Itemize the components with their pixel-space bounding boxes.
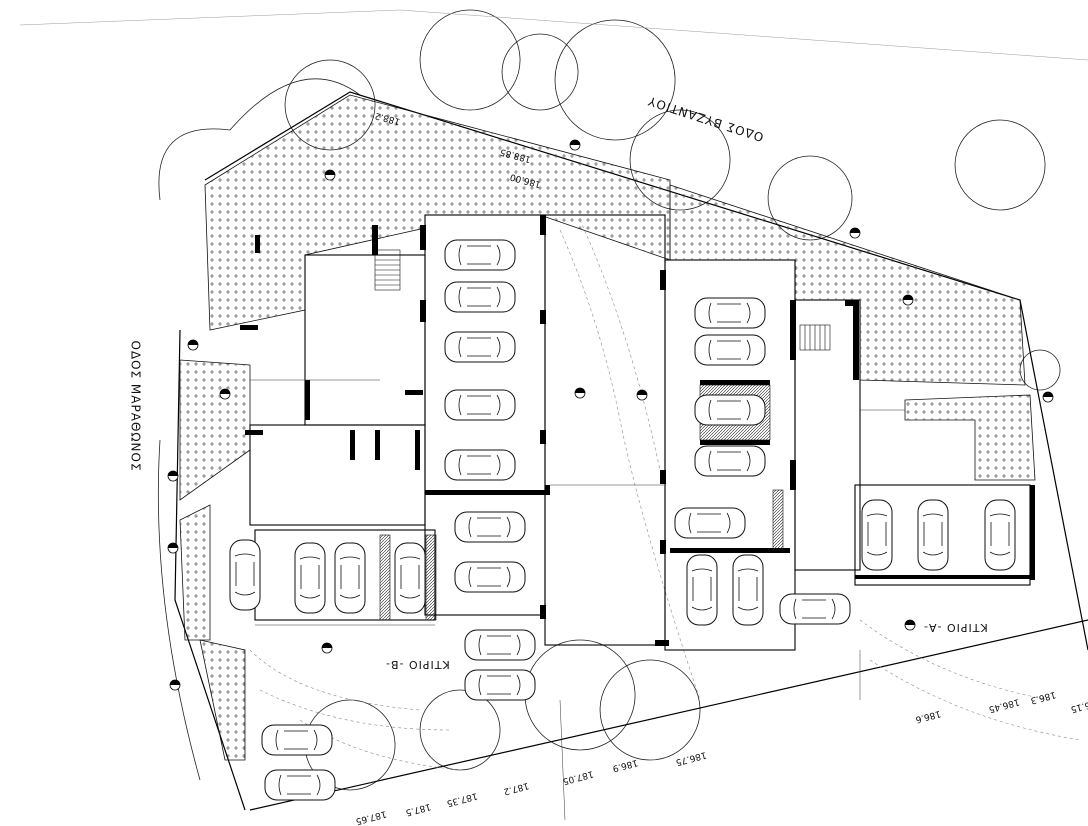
dimension-lines	[250, 379, 905, 820]
street-name-west: ΟΔΟΣ ΜΑΡΑΘΩΝΟΣ	[128, 340, 143, 472]
structural-columns	[240, 215, 1035, 646]
building-a-label: ΚΤΙΡΙΟ -Α-	[923, 621, 988, 634]
contour-lines	[249, 219, 1081, 771]
stairs	[374, 249, 831, 351]
building-b-label: ΚΤΙΡΙΟ -Β-	[385, 658, 450, 671]
landscaped-areas	[179, 94, 1036, 761]
